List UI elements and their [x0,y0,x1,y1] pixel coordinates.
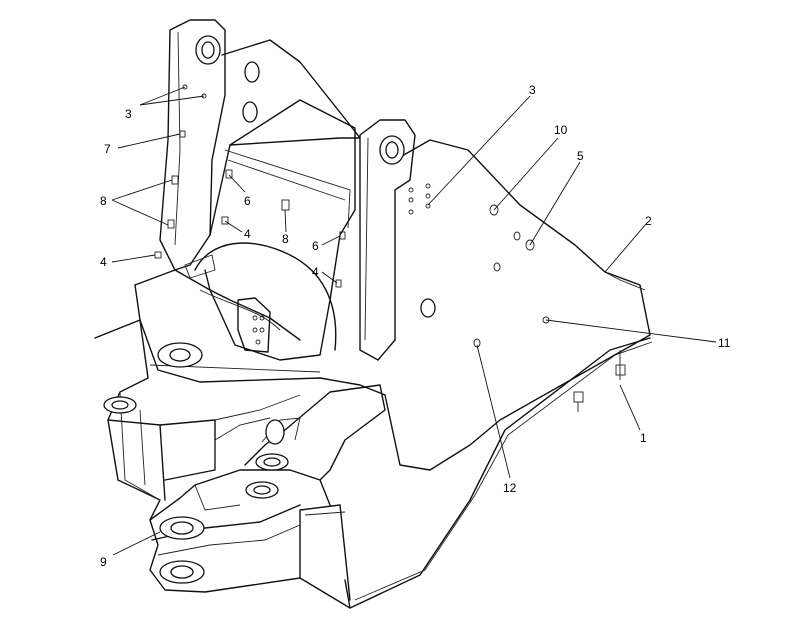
callout-3-left: 3 [125,107,132,121]
right-side-plate [384,139,651,471]
callout-4-left: 4 [100,255,107,269]
upper-lug-bores [157,35,405,368]
callout-11: 11 [718,336,731,350]
lower-pivot-bosses [103,396,289,584]
callout-9: 9 [100,555,107,569]
upper-tower-frame [134,19,416,396]
callout-1: 1 [640,431,647,445]
callout-8-inner: 8 [282,232,289,246]
callout-2: 2 [645,214,652,228]
callout-3-right: 3 [529,83,536,97]
callout-labels: 3 7 8 4 6 4 8 6 4 3 10 5 2 11 1 12 9 [100,83,731,569]
callout-10: 10 [554,123,568,137]
callout-7: 7 [104,142,111,156]
callout-6-right: 6 [312,239,319,253]
center-link-bracket [244,384,386,481]
bottom-bolts [573,350,626,412]
callout-5: 5 [577,149,584,163]
leader-lines [111,86,717,556]
callout-8-left: 8 [100,194,107,208]
callout-4-inner: 4 [244,227,251,241]
grease-fittings [154,84,346,288]
callout-4-right: 4 [312,265,319,279]
callout-6-inner: 6 [244,194,251,208]
callout-12: 12 [503,481,517,495]
